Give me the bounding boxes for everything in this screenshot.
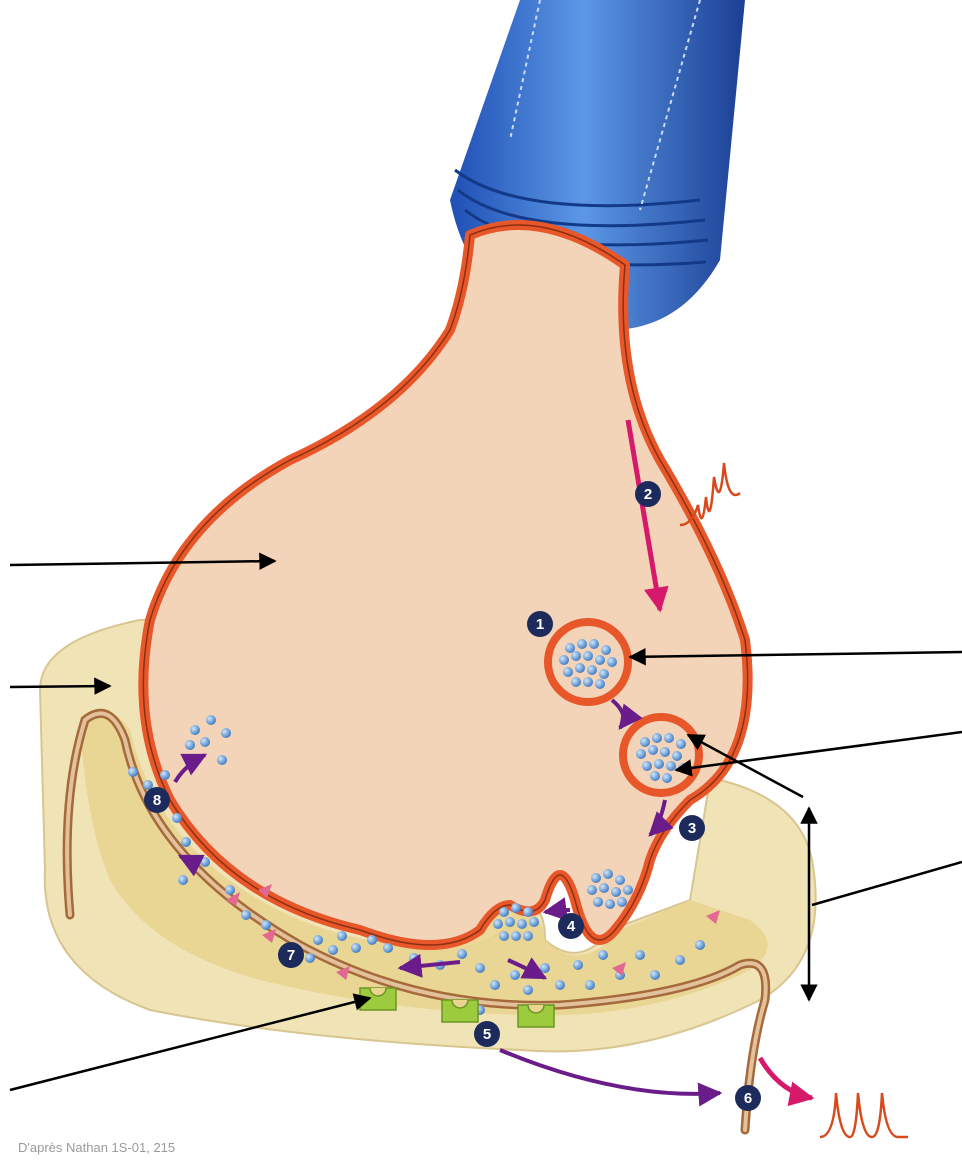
step-badge-8: 8 xyxy=(144,787,170,813)
action-potential-trace-icon xyxy=(820,1093,908,1137)
pointer-cleft xyxy=(812,862,962,905)
step-badge-2: 2 xyxy=(635,481,661,507)
source-credit: D'après Nathan 1S-01, 215 xyxy=(18,1140,175,1155)
vesicle-1 xyxy=(548,622,628,702)
step-badge-5: 5 xyxy=(474,1021,500,1047)
svg-text:8: 8 xyxy=(153,792,161,809)
step-badge-6: 6 xyxy=(735,1085,761,1111)
svg-text:1: 1 xyxy=(536,616,544,633)
step-badge-3: 3 xyxy=(679,815,705,841)
step-badge-4: 4 xyxy=(558,913,584,939)
svg-text:4: 4 xyxy=(567,918,576,935)
svg-text:2: 2 xyxy=(644,486,652,503)
step-badge-1: 1 xyxy=(527,611,553,637)
pointer-postsynaptic xyxy=(10,686,110,687)
svg-text:5: 5 xyxy=(483,1026,491,1043)
step-badge-7: 7 xyxy=(278,942,304,968)
vesicle-2 xyxy=(623,717,699,793)
svg-text:7: 7 xyxy=(287,947,295,964)
svg-text:6: 6 xyxy=(744,1090,752,1107)
svg-text:3: 3 xyxy=(688,820,696,837)
